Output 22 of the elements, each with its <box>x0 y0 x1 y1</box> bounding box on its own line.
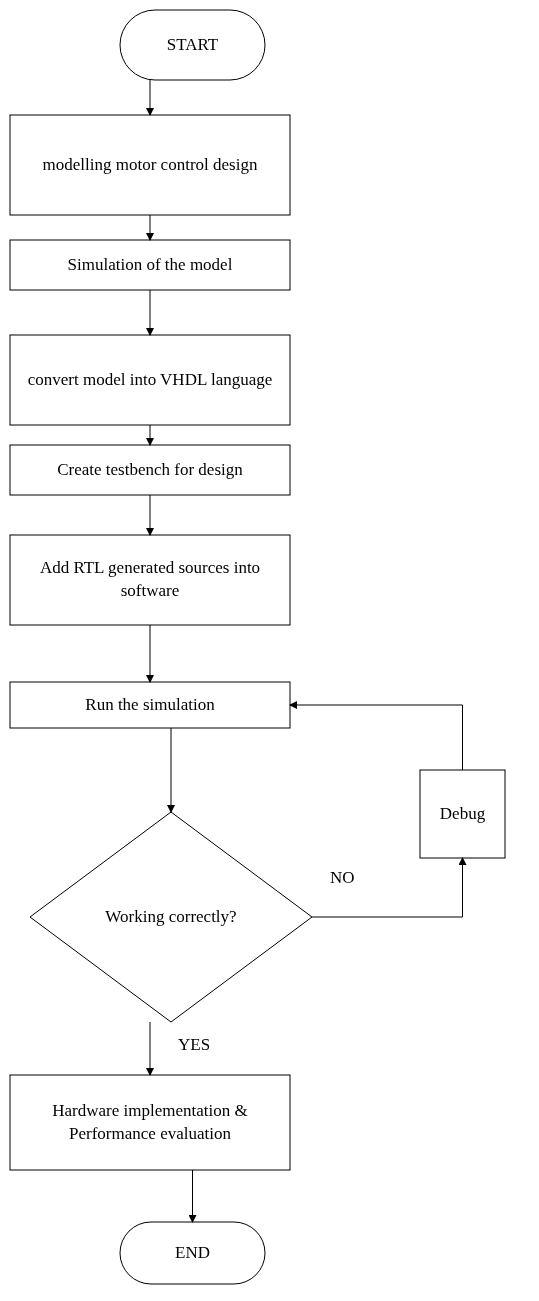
node-label: END <box>175 1241 210 1264</box>
arrow <box>146 624 154 683</box>
arrow <box>146 289 154 336</box>
node-label: Simulation of the model <box>67 253 233 276</box>
node-label: START <box>166 33 219 56</box>
arrow <box>311 857 467 918</box>
arrow <box>167 727 175 813</box>
node-label: Debug <box>439 802 486 825</box>
arrow <box>146 494 154 536</box>
arrow <box>146 424 154 446</box>
node-label: modelling motor control design <box>42 153 258 176</box>
node-label: Create testbench for design <box>57 458 243 481</box>
arrow <box>188 1169 197 1223</box>
arrow <box>146 214 154 241</box>
node-label: Add RTL generated sources into software <box>38 557 262 602</box>
node-label: Working correctly? <box>105 905 237 928</box>
node-label: Hardware implementation & Performance evaluation <box>51 1099 249 1145</box>
arrow <box>289 701 463 771</box>
arrow <box>146 1021 154 1076</box>
node-label: Run the simulation <box>85 693 215 716</box>
arrow <box>146 79 154 116</box>
node-label: convert model into VHDL language <box>27 368 273 391</box>
